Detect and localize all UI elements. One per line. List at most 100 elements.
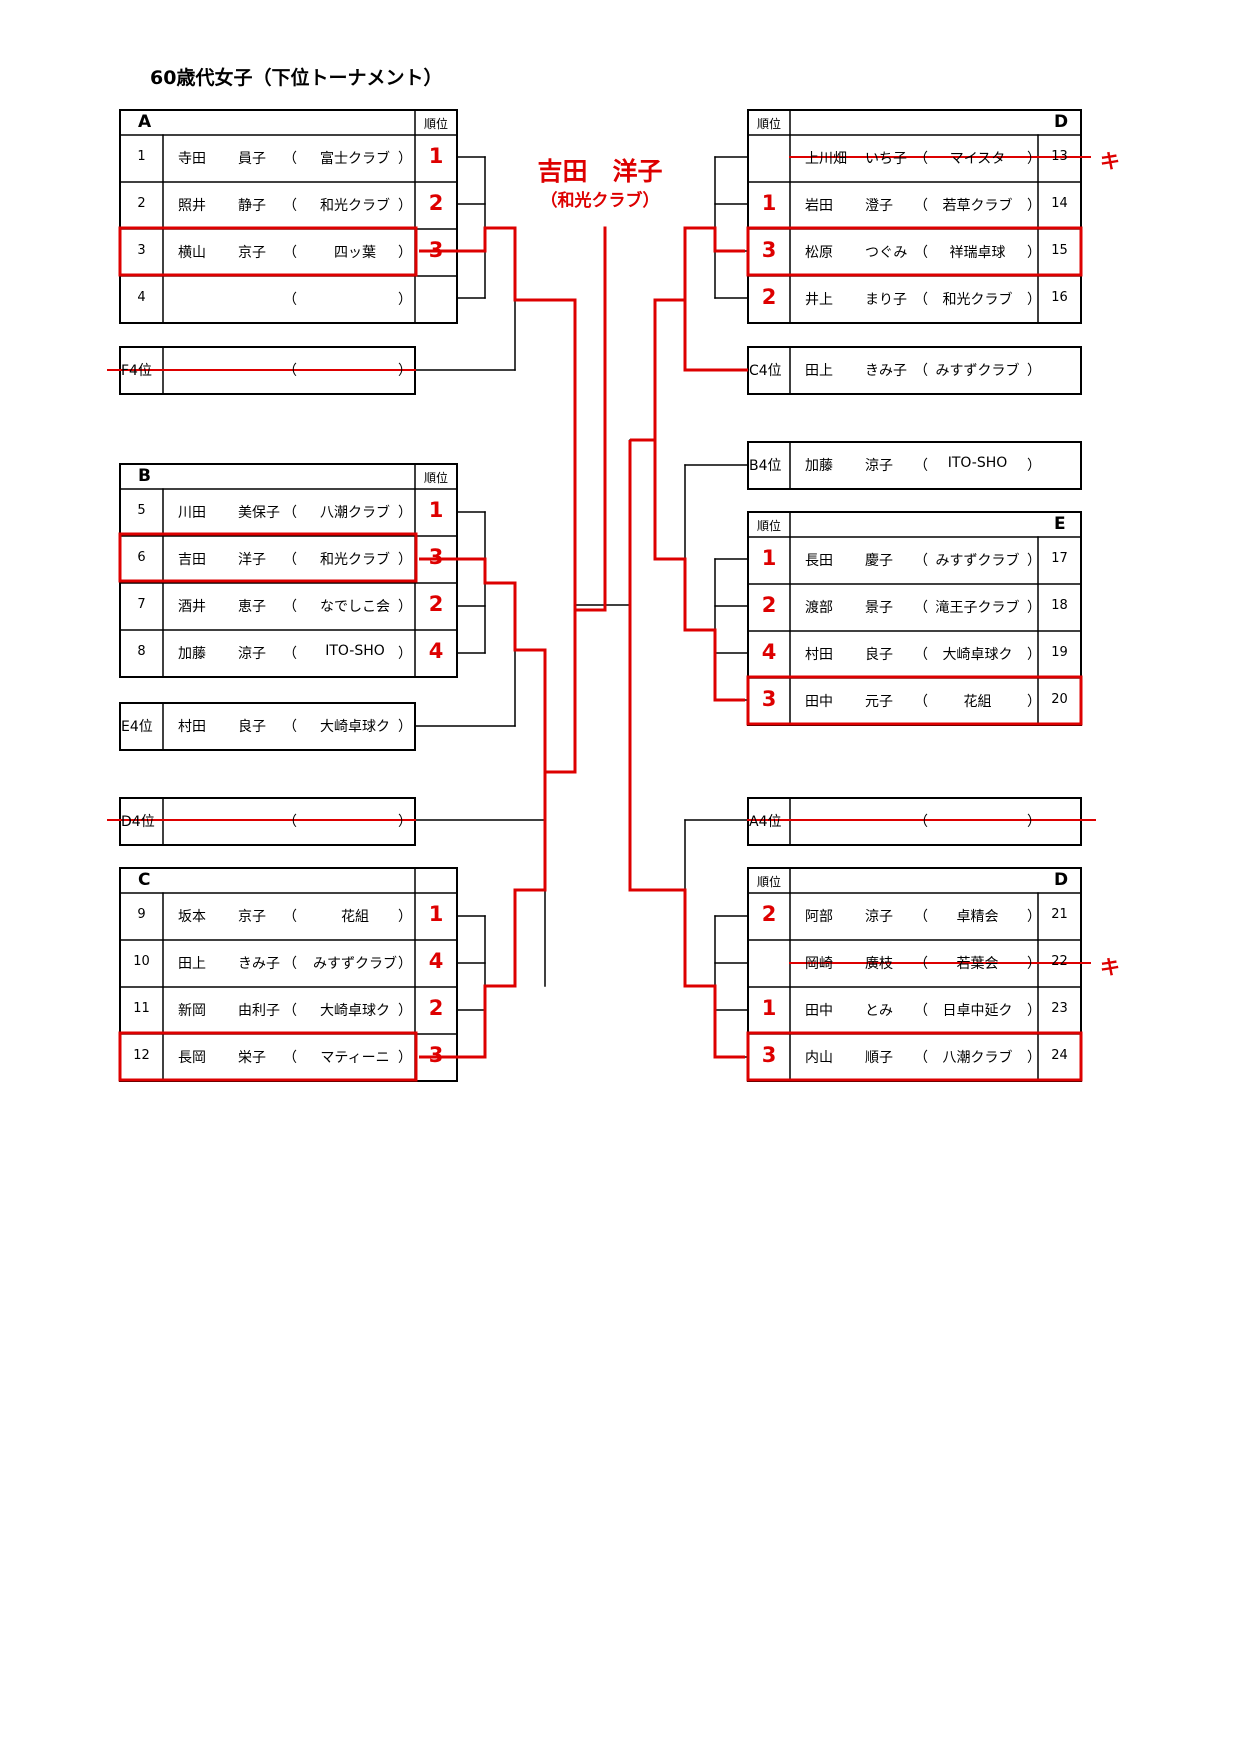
group-label-C: C: [138, 870, 151, 890]
player-family-name: 横山: [178, 245, 206, 261]
player-given-name: 員子: [238, 151, 266, 167]
player-given-name: 美保子: [238, 505, 280, 521]
paren-close: ）: [398, 292, 412, 308]
player-number: 5: [137, 503, 146, 518]
player-rank: 3: [428, 545, 444, 569]
paren-close: ）: [1027, 553, 1041, 569]
player-family-name: 内山: [805, 1050, 833, 1066]
paren-close: ）: [398, 245, 412, 261]
player-given-name: いち子: [865, 151, 907, 167]
paren-open: （: [914, 1050, 928, 1066]
player-rank: 2: [761, 593, 777, 617]
player-rank: 3: [761, 687, 777, 711]
winner-block: 吉田 洋子 （和光クラブ）: [520, 152, 680, 211]
withdrawn-mark: キ: [1100, 149, 1120, 173]
paren-open: （: [914, 647, 928, 663]
winner-name: 吉田 洋子: [537, 157, 663, 186]
player-number: 24: [1051, 1048, 1068, 1063]
player-club: 花組: [341, 909, 369, 925]
player-number: 7: [137, 597, 146, 612]
paren-open: （: [283, 245, 297, 261]
player-club: ITO-SHO: [325, 643, 385, 659]
player-family-name: 田上: [805, 363, 833, 379]
player-number: 13: [1051, 149, 1068, 164]
player-family-name: 照井: [178, 198, 206, 214]
player-rank: 2: [428, 996, 444, 1020]
page-title: 60歳代女子（下位トーナメント）: [150, 67, 443, 89]
highlight-row: [746, 1031, 1083, 1082]
player-number: 21: [1051, 907, 1068, 922]
player-number: 9: [137, 907, 146, 922]
player-club: みすずクラブ: [313, 956, 397, 972]
player-family-name: 村田: [178, 719, 206, 735]
player-number: 6: [137, 550, 146, 565]
paren-close: ）: [398, 151, 412, 167]
paren-open: （: [283, 198, 297, 214]
player-family-name: 井上: [805, 292, 833, 308]
player-given-name: とみ: [865, 1003, 893, 1019]
player-club: 卓精会: [956, 909, 999, 925]
fourth-place-label: F4位: [121, 363, 152, 379]
paren-open: （: [914, 151, 928, 167]
player-club: みすずクラブ: [935, 363, 1020, 379]
player-family-name: 加藤: [178, 646, 206, 662]
paren-close: ）: [1027, 647, 1041, 663]
paren-close: ）: [398, 1050, 412, 1066]
player-family-name: 岩田: [805, 198, 833, 214]
player-club: マイスタ: [949, 151, 1006, 167]
player-rank: 4: [428, 639, 444, 663]
player-number: 16: [1051, 290, 1068, 305]
paren-close: ）: [1027, 1003, 1041, 1019]
player-family-name: 田中: [805, 1003, 833, 1019]
player-given-name: 景子: [865, 600, 893, 616]
player-club: 富士クラブ: [320, 151, 390, 167]
winner-path: [630, 298, 685, 442]
player-club: 若草クラブ: [942, 198, 1013, 214]
player-given-name: 元子: [865, 694, 893, 710]
paren-open: （: [283, 1050, 297, 1066]
player-rank: 2: [761, 285, 777, 309]
player-number: 10: [133, 954, 150, 969]
player-number: 3: [137, 243, 146, 258]
player-given-name: 恵子: [238, 599, 266, 615]
player-given-name: 由利子: [238, 1003, 280, 1019]
highlight-row: [118, 1031, 418, 1082]
player-family-name: 岡崎: [805, 956, 833, 972]
player-rank: 2: [428, 191, 444, 215]
paren-close: ）: [1027, 1050, 1041, 1066]
player-number: 19: [1051, 645, 1068, 660]
paren-open: （: [283, 292, 297, 308]
paren-close: ）: [398, 505, 412, 521]
player-given-name: 澄子: [865, 198, 893, 214]
player-number: 8: [137, 644, 146, 659]
player-number: 17: [1051, 551, 1068, 566]
paren-open: （: [283, 552, 297, 568]
fourth-place-label: B4位: [749, 458, 782, 474]
player-rank: 3: [761, 238, 777, 262]
player-number: 18: [1051, 598, 1068, 613]
player-given-name: 洋子: [238, 552, 266, 568]
player-given-name: 涼子: [865, 458, 893, 474]
player-family-name: 酒井: [178, 599, 206, 615]
group-table-A: [119, 109, 458, 324]
paren-close: ）: [1027, 909, 1041, 925]
paren-close: ）: [398, 363, 412, 379]
player-rank: 1: [428, 144, 444, 168]
player-family-name: 吉田: [178, 552, 206, 568]
player-family-name: 川田: [178, 505, 206, 521]
paren-close: ）: [1027, 198, 1041, 214]
winner-path: [419, 557, 577, 774]
paren-close: ）: [1027, 151, 1041, 167]
paren-close: ）: [398, 814, 412, 830]
fourth-place-label: D4位: [121, 814, 155, 830]
paren-open: （: [914, 198, 928, 214]
fourth-place-label: E4位: [121, 719, 153, 735]
player-family-name: 寺田: [178, 151, 206, 167]
player-given-name: 京子: [238, 909, 266, 925]
paren-close: ）: [398, 198, 412, 214]
paren-close: ）: [398, 1003, 412, 1019]
player-rank: 3: [428, 1043, 444, 1067]
player-club: マティーニ: [320, 1050, 390, 1066]
